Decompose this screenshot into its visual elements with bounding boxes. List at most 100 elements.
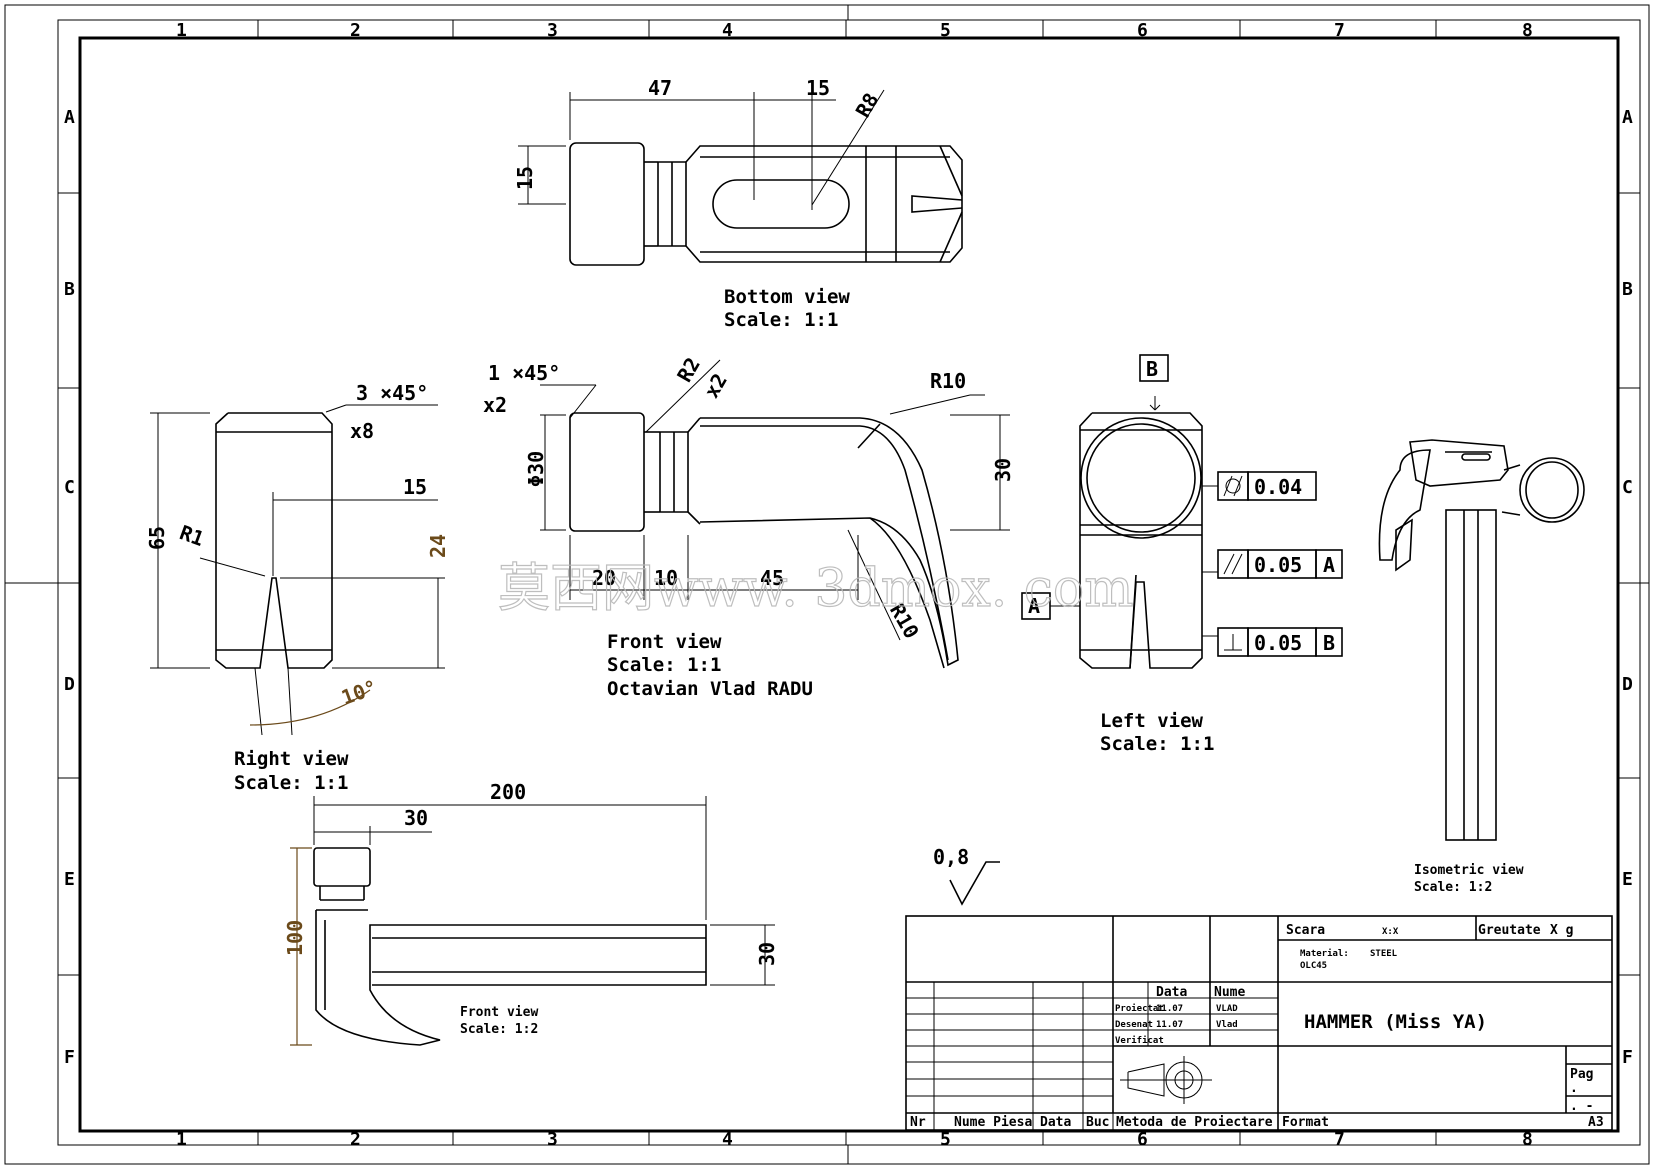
col-label-1: 1 (176, 20, 187, 41)
tolerance-parallelism: 0.05 A (1217, 549, 1343, 579)
pag-label: Pag (1570, 1067, 1593, 1082)
nume-piesa-header: Nume Piesa (954, 1115, 1032, 1130)
dim-10: 10 (654, 566, 678, 590)
col-label-bottom-8: 8 (1522, 1129, 1533, 1150)
row-label-f: F (64, 1047, 75, 1068)
dim-47: 47 (648, 76, 672, 100)
dim-30-small-side: 30 (755, 942, 779, 966)
data-col-header: Data (1040, 1115, 1071, 1130)
dim-r1: R1 (176, 520, 207, 551)
dim-phi30: Φ30 (524, 451, 548, 487)
col-label-6: 6 (1137, 20, 1148, 41)
dim-3x45: 3 ×45° (356, 381, 428, 405)
row-label-right-c: C (1622, 477, 1633, 498)
tolerance-datum-3: B (1323, 631, 1335, 655)
col-label-bottom-1: 1 (176, 1129, 187, 1150)
datum-b: B (1146, 357, 1158, 381)
tolerance-value-3: 0.05 (1254, 631, 1302, 655)
sheet-frame: 1 2 3 4 5 6 7 8 1 2 3 4 5 6 7 8 A B C D … (4, 4, 1650, 1165)
bottom-view: 47 15 R8 15 Bottom view Scale: 1:1 (513, 76, 963, 331)
dim-x8: x8 (350, 419, 374, 443)
dim-45: 45 (760, 566, 784, 590)
surface-finish-symbol: 0,8 (933, 845, 1000, 906)
col-label-bottom-7: 7 (1334, 1129, 1345, 1150)
tolerance-cylindricity: 0.04 (1217, 471, 1317, 501)
col-label-5: 5 (940, 20, 951, 41)
dim-15-top: 15 (806, 76, 830, 100)
watermark: 莫西网www. 3dmox. com (498, 559, 1134, 619)
col-label-3: 3 (547, 20, 558, 41)
dim-1x45: 1 ×45° (488, 361, 560, 385)
left-view-scale: Scale: 1:1 (1100, 733, 1214, 755)
buc-header: Buc (1086, 1115, 1109, 1130)
pag-value-2: . - (1570, 1099, 1593, 1114)
front-view-small: 200 30 100 30 Front view Scale: 1:2 (283, 780, 779, 1046)
verificat-label: Verificat (1115, 1035, 1164, 1046)
col-label-bottom-5: 5 (940, 1129, 951, 1150)
row-label-a: A (64, 107, 75, 128)
name-proiectat: VLAD (1216, 1004, 1238, 1014)
col-label-bottom-3: 3 (547, 1129, 558, 1150)
dim-30-small-top: 30 (404, 806, 428, 830)
date-proiectat: 11.07 (1156, 1004, 1183, 1014)
tolerance-value-2: 0.05 (1254, 553, 1302, 577)
row-label-d: D (64, 674, 75, 695)
front-view-caption: Front view (607, 631, 722, 653)
row-label-right-d: D (1622, 674, 1633, 695)
dim-200: 200 (490, 780, 526, 804)
col-label-bottom-6: 6 (1137, 1129, 1148, 1150)
dim-65: 65 (145, 526, 169, 550)
isometric-view: Isometric view Scale: 1:2 (1378, 439, 1585, 895)
col-label-2: 2 (350, 20, 361, 41)
right-view-caption: Right view (234, 748, 349, 770)
metoda-header: Metoda de Proiectare (1116, 1115, 1273, 1130)
scara-value: X:X (1382, 927, 1399, 937)
dim-x2-radius: x2 (699, 369, 732, 402)
dim-x2-chamfer: x2 (483, 393, 507, 417)
surface-finish-value: 0,8 (933, 845, 969, 869)
col-label-bottom-4: 4 (722, 1129, 733, 1150)
drawing-title: HAMMER (Miss YA) (1304, 1011, 1487, 1033)
dim-r8: R8 (851, 89, 884, 122)
format-value: A3 (1588, 1115, 1604, 1130)
desenat-label: Desenat (1115, 1020, 1153, 1030)
col-label-8: 8 (1522, 20, 1533, 41)
projection-method-icon (1120, 1056, 1212, 1104)
material-code: OLC45 (1300, 961, 1327, 971)
greutate-value: X g (1550, 923, 1573, 938)
isometric-scale: Scale: 1:2 (1414, 880, 1492, 895)
front-view-small-caption: Front view (460, 1005, 538, 1020)
tolerance-perpendicularity: 0.05 B (1217, 627, 1343, 657)
nume-header: Nume (1214, 985, 1245, 1000)
isometric-caption: Isometric view (1414, 863, 1524, 878)
bottom-view-scale: Scale: 1:1 (724, 309, 838, 331)
row-label-c: C (64, 477, 75, 498)
bottom-view-caption: Bottom view (724, 286, 850, 308)
left-view-caption: Left view (1100, 710, 1204, 732)
greutate-label: Greutate (1478, 923, 1541, 938)
pag-value-1: . (1570, 1081, 1578, 1096)
dim-30-head: 30 (991, 458, 1015, 482)
name-desenat: Vlad (1216, 1020, 1238, 1030)
col-label-bottom-2: 2 (350, 1129, 361, 1150)
material-value: STEEL (1370, 949, 1398, 959)
tolerance-datum-2: A (1323, 553, 1335, 577)
date-desenat: 11.07 (1156, 1020, 1183, 1030)
dim-10-deg: 10° (338, 675, 380, 710)
front-view: 1 ×45° x2 R2 x2 R10 Φ30 30 20 10 45 R10 … (483, 353, 1015, 700)
row-label-right-e: E (1622, 869, 1633, 890)
row-label-right-b: B (1622, 279, 1633, 300)
front-view-small-scale: Scale: 1:2 (460, 1022, 538, 1037)
nr-header: Nr (910, 1115, 926, 1130)
dim-15-right: 15 (403, 475, 427, 499)
datum-a: A (1028, 594, 1040, 618)
row-label-right-a: A (1622, 107, 1633, 128)
dim-100: 100 (283, 920, 307, 956)
material-label: Material: (1300, 948, 1349, 959)
front-view-scale: Scale: 1:1 (607, 654, 721, 676)
author-name: Octavian Vlad RADU (607, 678, 813, 700)
dim-r2: R2 (672, 353, 705, 386)
proiectat-label: Proiectat (1115, 1003, 1164, 1014)
dim-15-side: 15 (513, 166, 537, 190)
